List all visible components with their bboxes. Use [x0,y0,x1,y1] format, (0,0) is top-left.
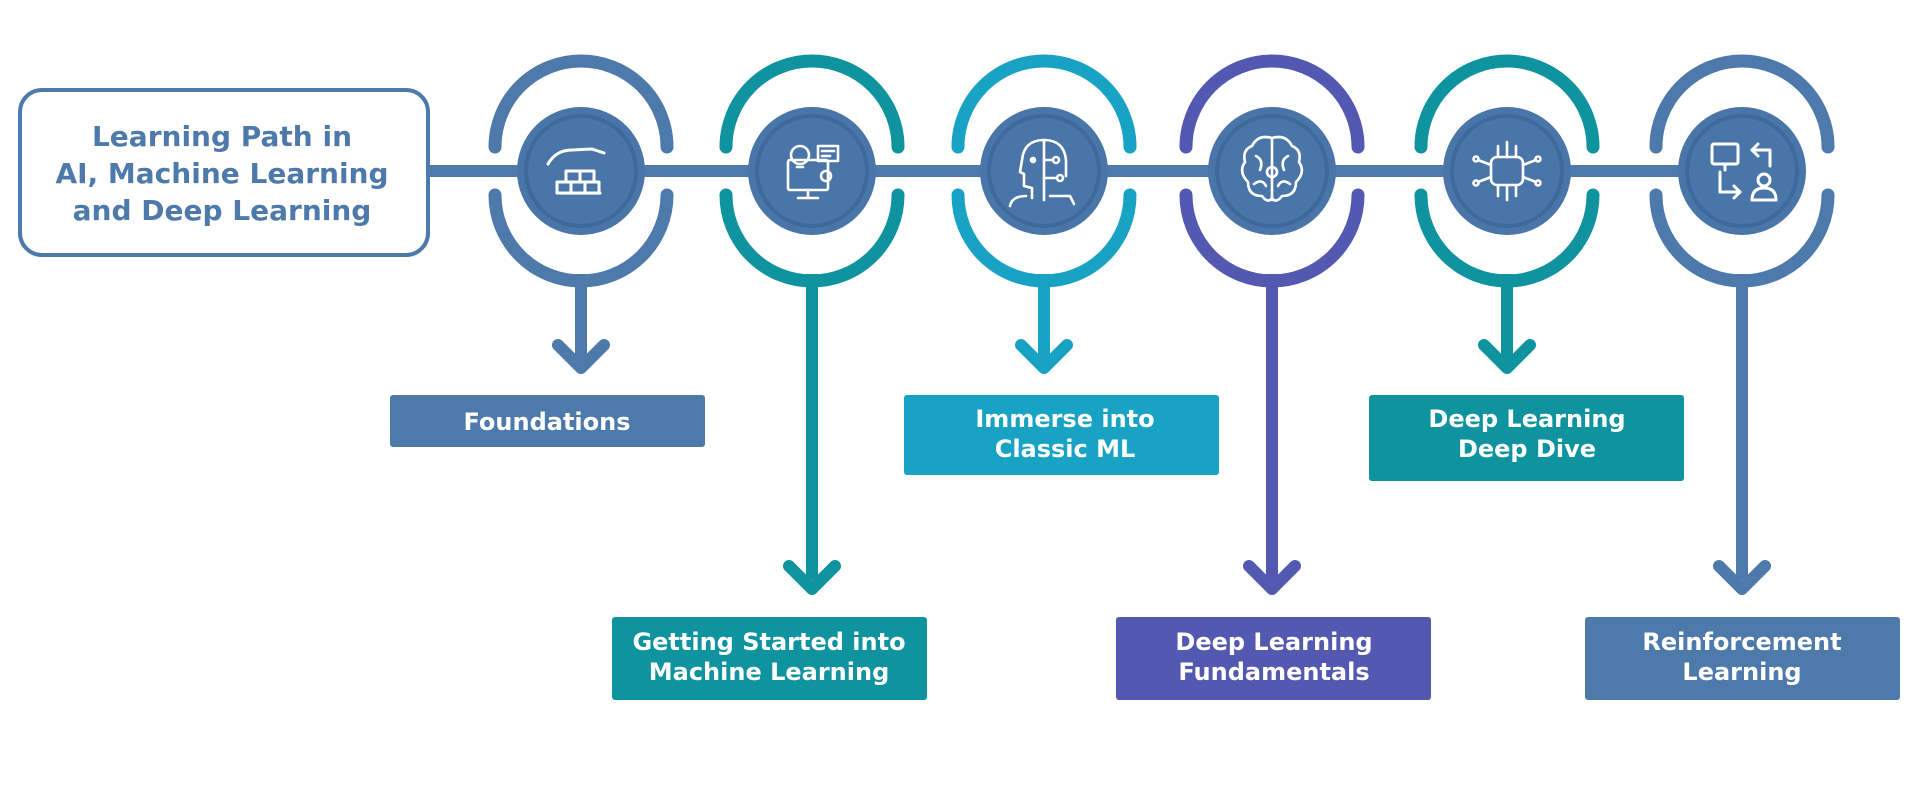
step-label-line-1: Foundations [463,408,630,436]
step-label-line-2: Fundamentals [1178,658,1369,686]
step-label-box [612,617,927,700]
ai-chip-icon [1472,140,1542,202]
ring-arc-top [1179,54,1365,154]
title-line-3: and Deep Learning [73,194,372,227]
step-arrow [552,339,610,374]
ring-arc-top [1414,54,1600,154]
agent-feedback-loop-icon [1710,142,1778,202]
step-getting-started-ml: Getting Started into Machine Learning [612,54,927,700]
ring-arc-top [1649,54,1835,154]
step-circle [748,107,876,235]
step-circle [1678,107,1806,235]
step-label-line-2: Classic ML [995,435,1136,463]
step-label-line-2: Learning [1682,658,1801,686]
robot-human-head-icon [1008,138,1076,208]
step-label-box [1369,395,1684,481]
step-arrow [1713,560,1771,595]
brick-wall-icon [546,147,606,195]
brain-icon [1240,135,1304,202]
step-reinforcement-learning: Reinforcement Learning [1585,54,1900,700]
step-label-line-1: Reinforcement [1642,628,1841,656]
step-arrow [783,560,841,595]
step-arrow [1478,339,1536,374]
step-arrow [1015,339,1073,374]
title-box: Learning Path in AI, Machine Learning an… [18,88,430,257]
step-label-line-2: Machine Learning [649,658,890,686]
step-arrow [1243,560,1301,595]
step-dl-deep-dive: Deep Learning Deep Dive [1369,54,1684,481]
step-label-box [1116,617,1431,700]
step-immerse-classic-ml: Immerse into Classic ML [904,54,1219,475]
step-label-box [1585,617,1900,700]
ring-arc-top [951,54,1137,154]
step-foundations: Foundations [390,54,705,447]
step-label-line-1: Getting Started into [632,628,905,656]
monitor-idea-icon [786,144,840,200]
step-label-line-2: Deep Dive [1458,435,1596,463]
step-label-box [904,395,1219,475]
step-label-box [390,395,705,447]
title-line-1: Learning Path in [92,120,352,153]
step-dl-fundamentals: Deep Learning Fundamentals [1116,54,1431,700]
step-label-line-1: Deep Learning [1428,405,1625,433]
title-line-2: AI, Machine Learning [55,157,388,190]
step-label-line-1: Deep Learning [1175,628,1372,656]
ring-arc-top [719,54,905,154]
step-circle [1443,107,1571,235]
ring-arc-top [488,54,674,154]
step-label-line-1: Immerse into [975,405,1154,433]
